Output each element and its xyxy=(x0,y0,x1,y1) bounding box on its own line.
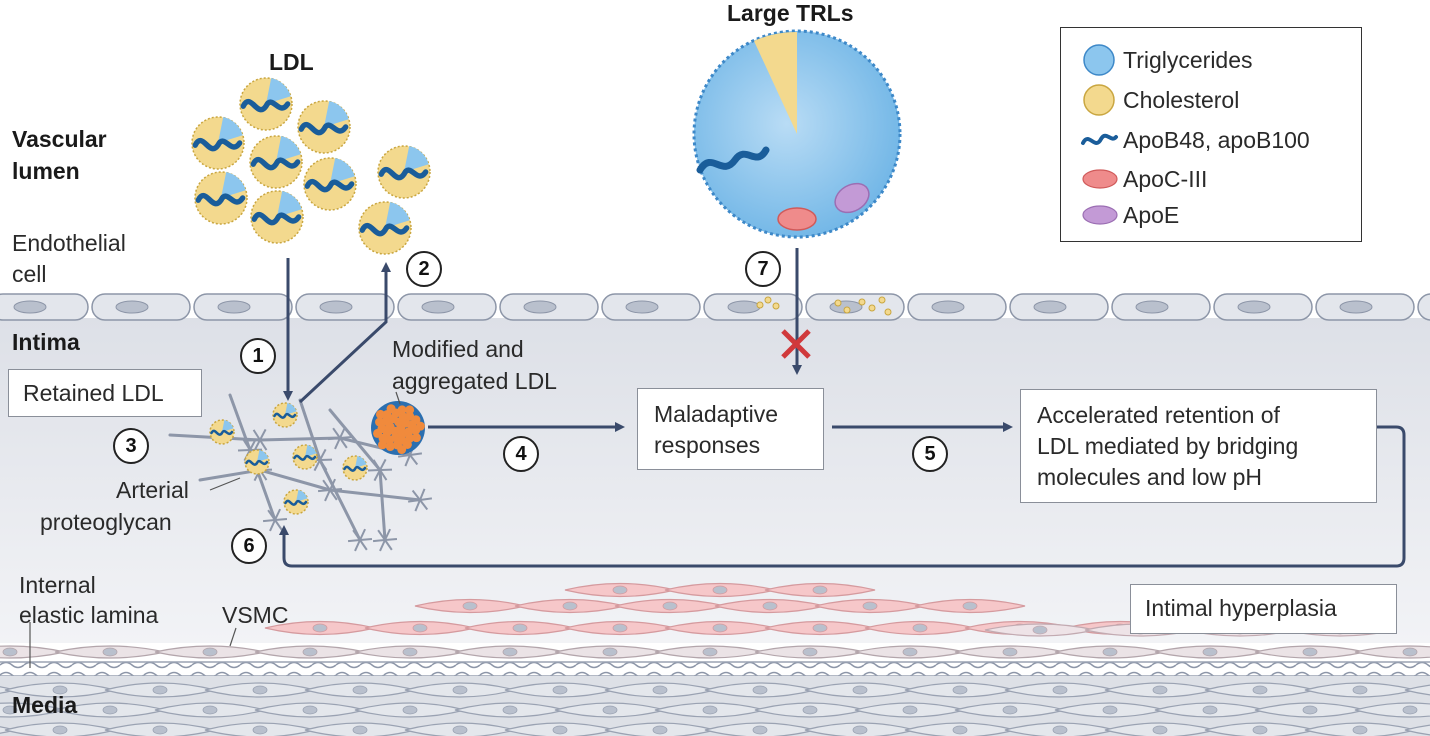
aggregated-ldl xyxy=(371,401,425,455)
ldl-particle xyxy=(303,157,357,211)
step-6-badge: 6 xyxy=(231,528,267,564)
accelerated-retention-box: Accelerated retention of LDL mediated by… xyxy=(1020,389,1377,503)
arterial-proteoglycan-label-line2: proteoglycan xyxy=(40,509,172,535)
endothelial-layer xyxy=(0,293,1430,321)
arrow-step-6 xyxy=(279,425,1406,568)
ldl-particle xyxy=(244,449,270,475)
maladaptive-responses-box: Maladaptive responses xyxy=(637,388,824,470)
step-5-badge: 5 xyxy=(912,436,948,472)
ldl-particle xyxy=(292,444,318,470)
arrow-step-2 xyxy=(298,262,391,404)
modified-ldl-label-line1: Modified and xyxy=(392,336,524,362)
endothelial-cell-label-line2: cell xyxy=(12,261,47,287)
step-7-badge: 7 xyxy=(745,251,781,287)
ldl-particle xyxy=(194,171,248,225)
ldl-particle xyxy=(377,145,431,199)
endothelial-cell-label-line1: Endothelial xyxy=(12,230,126,256)
ldl-label: LDL xyxy=(269,49,314,75)
ldl-particle xyxy=(239,77,293,131)
media-vsmc-layer xyxy=(0,682,1430,736)
ldl-particle xyxy=(249,135,303,189)
internal-elastic-lamina xyxy=(0,662,1430,676)
step-3-badge: 3 xyxy=(113,428,149,464)
maladaptive-line1: Maladaptive xyxy=(654,401,779,427)
apociii-ellipse-icon xyxy=(1082,169,1118,189)
apob-wave-icon xyxy=(1081,133,1118,145)
intimal-hyperplasia-text: Intimal hyperplasia xyxy=(1145,595,1337,621)
ldl-particles xyxy=(191,77,431,255)
legend-box: Triglycerides Cholesterol ApoB48, apoB10… xyxy=(1060,27,1362,242)
vsmc-label: VSMC xyxy=(222,602,289,628)
retained-ldl-box: Retained LDL xyxy=(8,369,202,417)
accelerated-line2: LDL mediated by bridging xyxy=(1037,433,1299,459)
step-1-badge: 1 xyxy=(240,338,276,374)
ldl-particle xyxy=(283,489,309,515)
maladaptive-line2: responses xyxy=(654,432,761,458)
large-trls-label: Large TRLs xyxy=(727,0,854,26)
media-label: Media xyxy=(12,692,78,718)
accelerated-line3: molecules and low pH xyxy=(1037,464,1263,490)
media-vsmc xyxy=(1404,684,1430,696)
arterial-proteoglycan-network xyxy=(168,393,433,552)
intima-label: Intima xyxy=(12,329,80,355)
blocked-x-icon xyxy=(781,329,811,359)
modified-ldl-label-line2: aggregated LDL xyxy=(392,368,557,394)
large-trl-particle xyxy=(692,29,902,239)
internal-elastic-lamina-label-line1: Internal xyxy=(19,572,96,598)
ldl-particle xyxy=(358,201,412,255)
ldl-particle xyxy=(342,455,368,481)
intimal-hyperplasia-box: Intimal hyperplasia xyxy=(1130,584,1397,634)
intima-vsmc-base xyxy=(1354,645,1430,659)
apoe-ellipse-icon xyxy=(1082,205,1118,225)
ldl-particle xyxy=(209,419,235,445)
trl-remnant-dots xyxy=(756,296,892,316)
ldl-particle xyxy=(272,402,298,428)
arterial-proteoglycan-label-line1: Arterial xyxy=(116,477,189,503)
internal-elastic-lamina-label-line2: elastic lamina xyxy=(19,602,159,628)
triglyceride-sphere-icon xyxy=(1083,44,1115,76)
ldl-particle xyxy=(297,100,351,154)
step-4-badge: 4 xyxy=(503,436,539,472)
cholesterol-sphere-icon xyxy=(1083,84,1115,116)
vascular-lumen-label-line1: Vascular xyxy=(12,126,107,152)
ldl-particle xyxy=(191,116,245,170)
ldl-particle xyxy=(250,190,304,244)
vascular-lumen-label-line2: lumen xyxy=(12,158,80,184)
retained-ldl-text: Retained LDL xyxy=(23,380,164,406)
media-vsmc xyxy=(1404,724,1430,736)
endothelial-cell xyxy=(1417,293,1430,321)
accelerated-line1: Accelerated retention of xyxy=(1037,402,1280,428)
step-2-badge: 2 xyxy=(406,251,442,287)
